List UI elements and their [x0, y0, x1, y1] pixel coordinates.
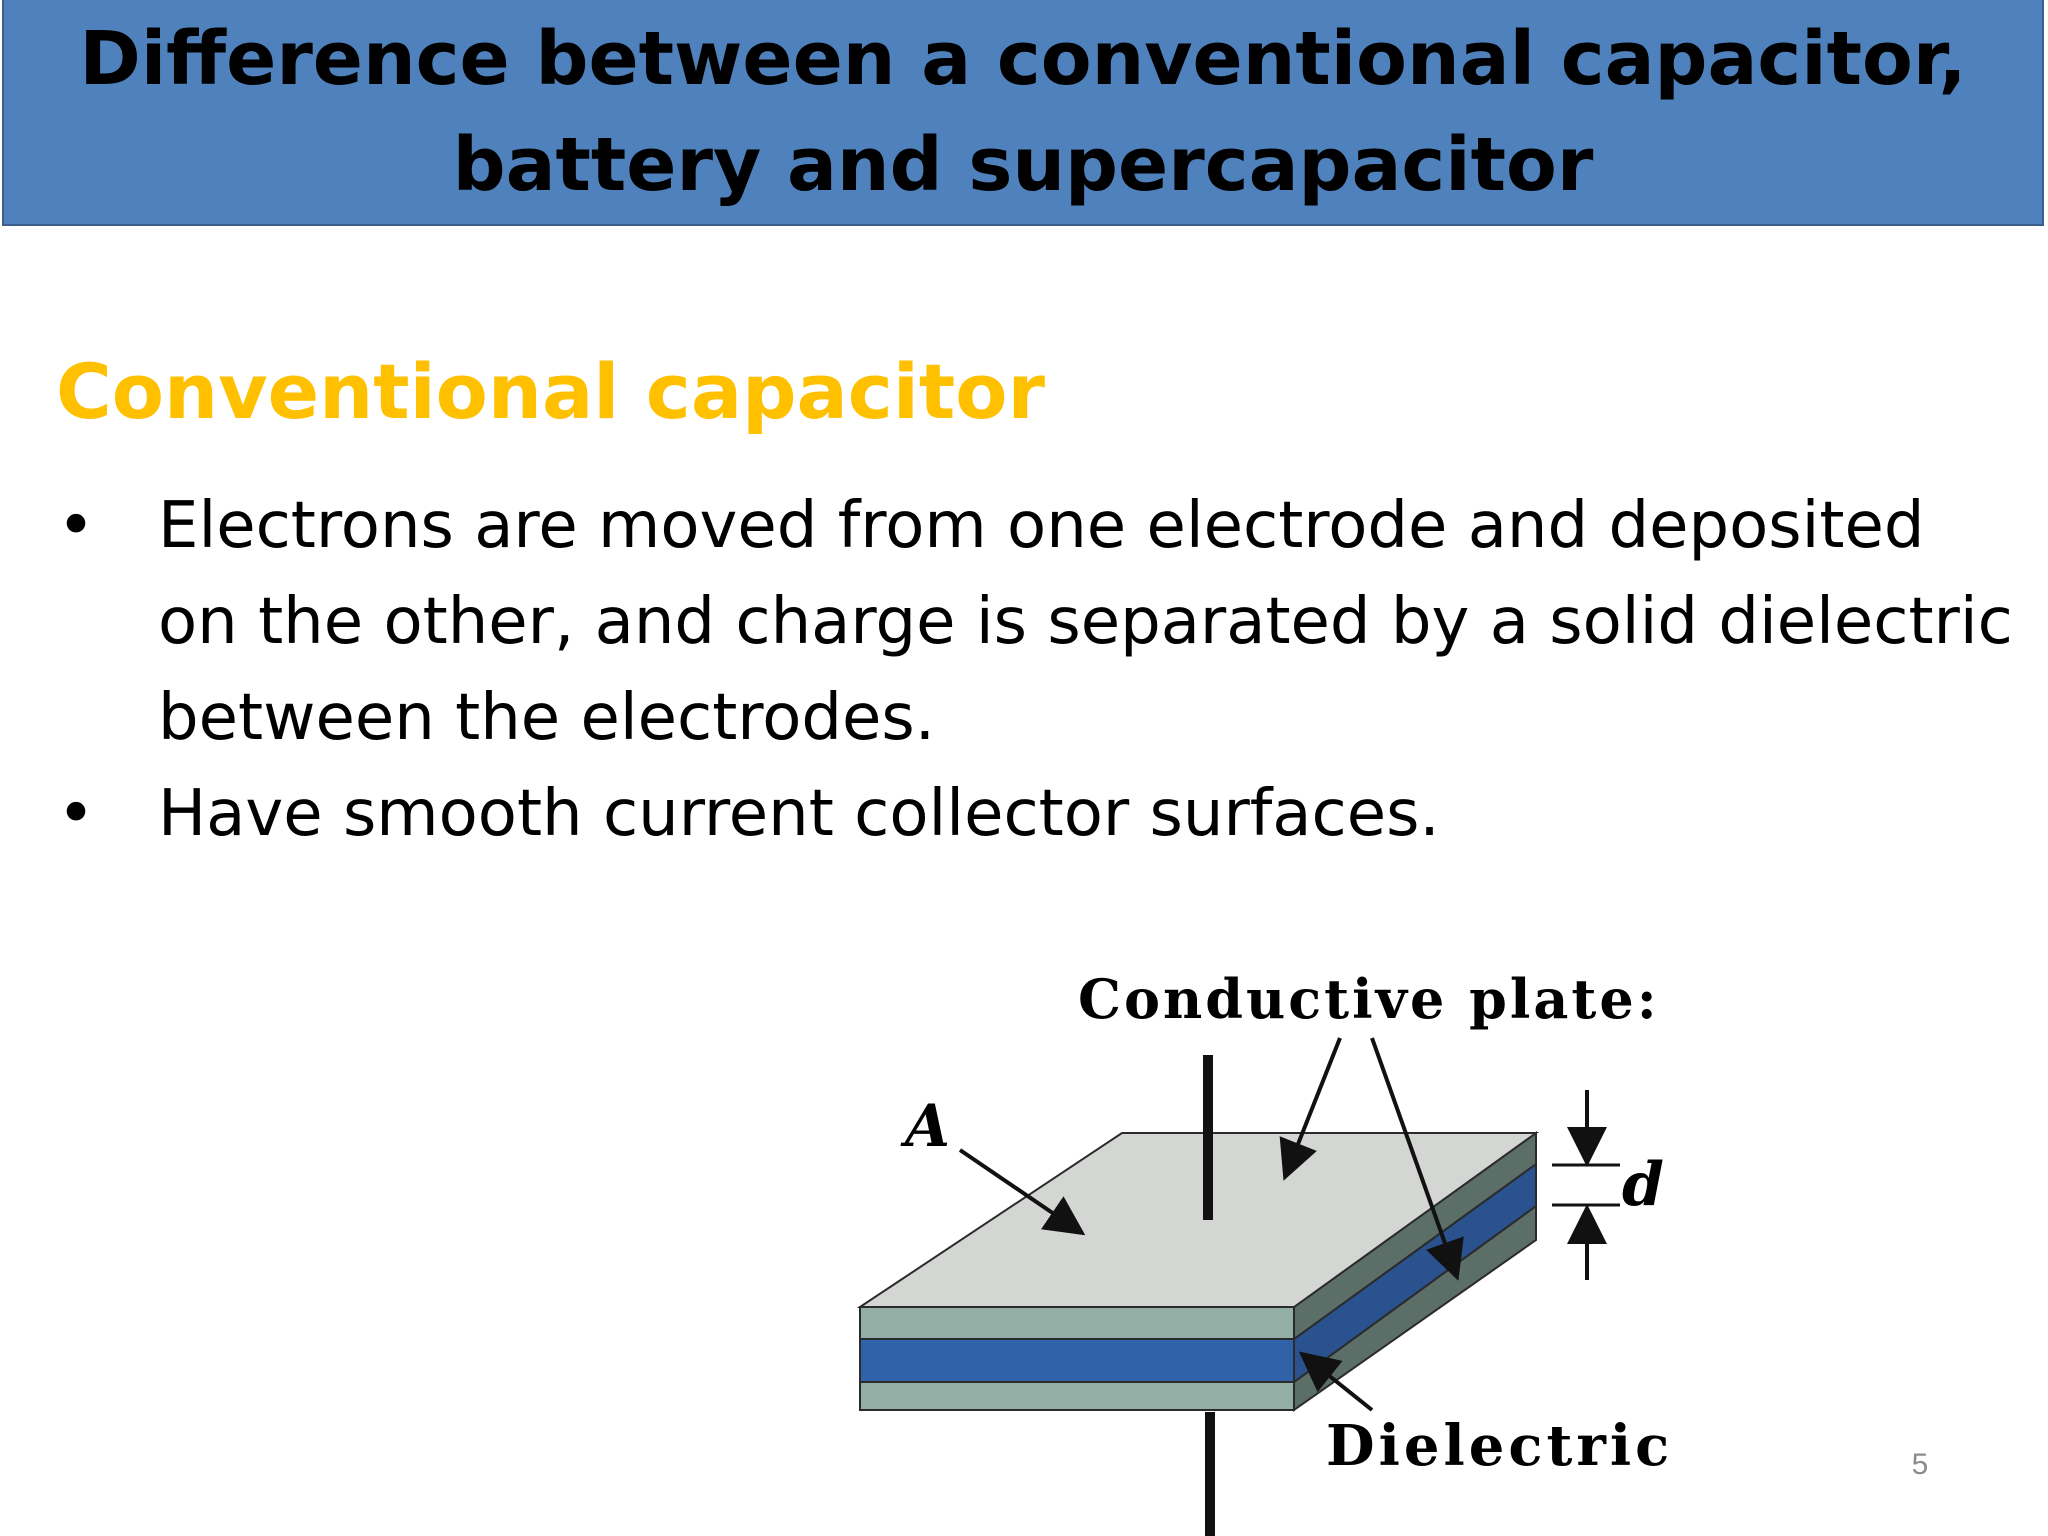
slide-title: Difference between a conventional capaci…	[79, 16, 1967, 208]
page-number: 5	[1911, 1448, 1929, 1481]
area-label: A	[900, 1092, 950, 1160]
top-plate-front	[859, 1306, 1295, 1340]
bottom-plate-front	[859, 1381, 1295, 1411]
bullet-item: • Electrons are moved from one electrode…	[56, 478, 2016, 766]
dielectric-label: Dielectric	[1326, 1413, 1673, 1479]
section-heading: Conventional capacitor	[56, 347, 1045, 436]
distance-label: d	[1622, 1150, 1664, 1220]
area-arrow	[958, 1148, 1086, 1236]
plate-arrow-side	[1370, 1037, 1464, 1281]
bullet-text: Have smooth current collector surfaces.	[158, 777, 1440, 851]
dielectric-arrow	[1298, 1351, 1374, 1412]
bullet-dot: •	[57, 489, 95, 563]
dielectric-front	[859, 1338, 1295, 1383]
capacitor-diagram: Conductive plate: A d Dielectric	[856, 967, 1673, 1536]
bullet-item: • Have smooth current collector surfaces…	[56, 766, 2016, 862]
plate-arrow-top	[1279, 1037, 1342, 1181]
title-bar: Difference between a conventional capaci…	[2, 0, 2044, 226]
top-plate-surface	[856, 1132, 1540, 1308]
bullet-dot: •	[57, 777, 95, 851]
bullet-text: Electrons are moved from one electrode a…	[158, 489, 2013, 755]
conductive-plates-label: Conductive plate:	[1078, 967, 1660, 1031]
bullet-list: • Electrons are moved from one electrode…	[56, 478, 2016, 862]
